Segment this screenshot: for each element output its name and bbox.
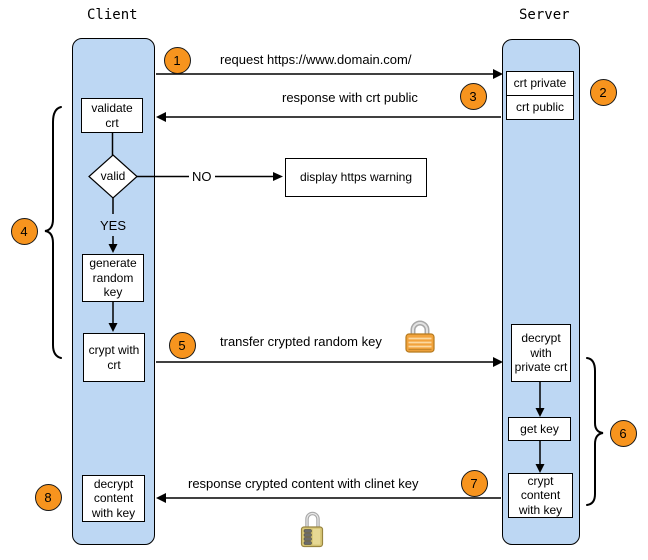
server-lifeline: [502, 39, 580, 545]
yes-branch-arrowhead-icon: [108, 244, 118, 253]
crypt-with-crt-label: crypt with crt: [88, 343, 140, 372]
message7-arrowhead-icon: [156, 493, 166, 503]
display-https-warning-label: display https warning: [299, 170, 413, 185]
step-badge-7: 7: [460, 469, 488, 497]
decrypt-with-private-crt-label: decrypt with private crt: [514, 331, 568, 375]
crt-public-label: crt public: [515, 100, 565, 115]
yes-branch-label: YES: [100, 218, 127, 233]
get-key-box: get key: [508, 417, 571, 441]
display-https-warning-box: display https warning: [285, 158, 427, 197]
message5-label: transfer crypted random key: [220, 334, 382, 349]
decrypt-to-getkey-arrowhead-icon: [535, 408, 545, 417]
decrypt-with-private-crt-box: decrypt with private crt: [511, 324, 571, 382]
no-branch-label: NO: [189, 169, 215, 184]
crypt-with-crt-box: crypt with crt: [83, 333, 145, 382]
crypt-content-with-key-box: crypt content with key: [508, 473, 573, 518]
step-badge-5: 5: [168, 331, 196, 359]
generate-random-key-box: generate random key: [82, 254, 144, 302]
decrypt-content-with-key-label: decrypt content with key: [91, 476, 136, 520]
validate-crt-box: validate crt: [81, 98, 143, 133]
step-badge-6: 6: [609, 419, 637, 447]
crt-private-box: crt private: [506, 71, 574, 96]
generate-random-key-label: generate random key: [89, 256, 137, 300]
step-badge-1: 1: [163, 46, 191, 74]
no-branch-arrowhead-icon: [273, 172, 283, 181]
client-title: Client: [87, 7, 138, 23]
step-badge-2: 2: [589, 78, 617, 106]
message1-arrowhead-icon: [493, 69, 503, 79]
getkey-to-cryptcontent-arrowhead-icon: [535, 464, 545, 473]
lock-closed-icon: [405, 320, 435, 353]
crt-public-box: crt public: [506, 95, 574, 120]
message7-label: response crypted content with clinet key: [188, 476, 419, 491]
generate-to-crypt-arrowhead-icon: [108, 323, 118, 332]
message5-arrowhead-icon: [493, 357, 503, 367]
step-badge-8: 8: [34, 483, 62, 511]
message3-arrowhead-icon: [156, 112, 166, 122]
step-badge-3: 3: [459, 82, 487, 110]
lock-combination-icon: [300, 511, 324, 548]
server-group-brace: [586, 357, 604, 506]
valid-diamond-label: valid: [100, 169, 126, 183]
validate-crt-label: validate crt: [91, 101, 133, 130]
client-group-brace: [44, 106, 62, 359]
message1-label: request https://www.domain.com/: [220, 52, 412, 67]
get-key-label: get key: [520, 421, 559, 436]
crt-private-label: crt private: [513, 76, 567, 91]
step-badge-4: 4: [10, 217, 38, 245]
crypt-content-with-key-label: crypt content with key: [518, 473, 563, 517]
server-title: Server: [519, 7, 570, 23]
message3-label: response with crt public: [282, 90, 418, 105]
decrypt-content-with-key-box: decrypt content with key: [82, 475, 145, 522]
